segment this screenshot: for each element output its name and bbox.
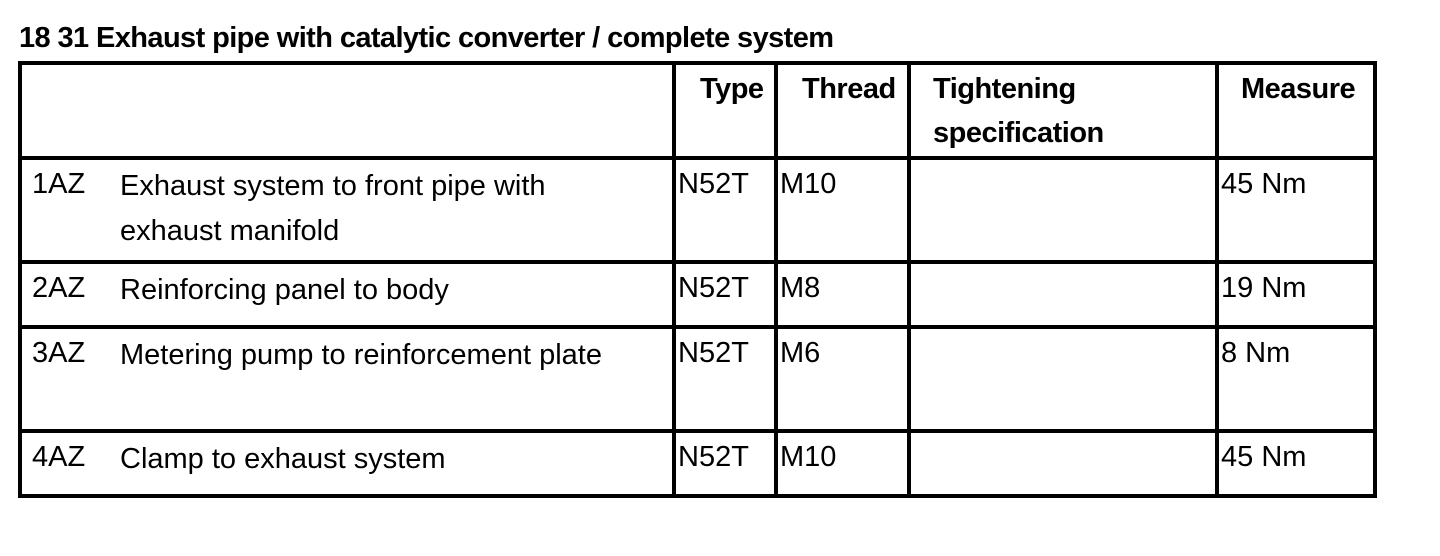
tightening-value: [911, 160, 1215, 162]
table-header-row: Type Thread Tightening specification Mea…: [18, 61, 1377, 160]
tightening-value: [911, 329, 1215, 331]
type-value: N52T: [678, 272, 749, 304]
thread-value: M10: [780, 441, 837, 473]
tightening-cell: [907, 325, 1219, 433]
table-row: 1AZ Exhaust system to front pipe with ex…: [18, 156, 1377, 264]
item-description: Clamp to exhaust system: [120, 443, 446, 475]
item-description: Metering pump to reinforcement plate: [120, 339, 602, 371]
type-cell: N52T: [672, 429, 778, 498]
item-cell: 3AZ Metering pump to reinforcement plate: [18, 325, 676, 433]
measure-value: 45 Nm: [1221, 441, 1307, 473]
position-code: 1AZ: [32, 168, 86, 200]
type-value: N52T: [678, 337, 749, 369]
measure-value: 8 Nm: [1221, 337, 1291, 369]
measure-value: 19 Nm: [1221, 272, 1307, 304]
header-thread-label: Thread: [802, 73, 896, 105]
tightening-cell: [907, 156, 1219, 264]
header-type-label: Type: [700, 73, 764, 105]
position-code: 3AZ: [32, 337, 86, 369]
tightening-cell: [907, 260, 1219, 329]
tightening-cell: [907, 429, 1219, 498]
table-row: 3AZ Metering pump to reinforcement plate…: [18, 325, 1377, 433]
position-code: 4AZ: [32, 441, 86, 473]
thread-value: M8: [780, 272, 821, 304]
measure-cell: 45 Nm: [1215, 156, 1377, 264]
table-row: 4AZ Clamp to exhaust system N52T M10 45 …: [18, 429, 1377, 498]
type-cell: N52T: [672, 260, 778, 329]
header-tightening: Tightening specification: [907, 61, 1219, 160]
tightening-value: [911, 433, 1215, 435]
thread-cell: M8: [774, 260, 911, 329]
type-value: N52T: [678, 441, 749, 473]
measure-value: 45 Nm: [1221, 168, 1307, 200]
position-code: 2AZ: [32, 272, 86, 304]
measure-cell: 45 Nm: [1215, 429, 1377, 498]
measure-cell: 8 Nm: [1215, 325, 1377, 433]
item-cell: 2AZ Reinforcing panel to body: [18, 260, 676, 329]
item-description: Reinforcing panel to body: [120, 274, 449, 306]
item-description: Exhaust system to front pipe with exhaus…: [120, 170, 546, 247]
header-type: Type: [672, 61, 778, 160]
page-title: 18 31 Exhaust pipe with catalytic conver…: [19, 22, 834, 54]
tightening-value: [911, 264, 1215, 266]
header-thread: Thread: [774, 61, 911, 160]
thread-value: M6: [780, 337, 821, 369]
item-cell: 1AZ Exhaust system to front pipe with ex…: [18, 156, 676, 264]
type-cell: N52T: [672, 325, 778, 433]
header-measure: Measure: [1215, 61, 1377, 160]
header-measure-label: Measure: [1241, 73, 1356, 105]
measure-cell: 19 Nm: [1215, 260, 1377, 329]
type-value: N52T: [678, 168, 749, 200]
item-cell: 4AZ Clamp to exhaust system: [18, 429, 676, 498]
torque-spec-table: Type Thread Tightening specification Mea…: [18, 61, 1377, 498]
header-item: [18, 61, 676, 160]
type-cell: N52T: [672, 156, 778, 264]
thread-cell: M10: [774, 156, 911, 264]
thread-value: M10: [780, 168, 837, 200]
thread-cell: M10: [774, 429, 911, 498]
thread-cell: M6: [774, 325, 911, 433]
table-row: 2AZ Reinforcing panel to body N52T M8 19…: [18, 260, 1377, 329]
header-tightening-label: Tightening specification: [933, 73, 1104, 149]
